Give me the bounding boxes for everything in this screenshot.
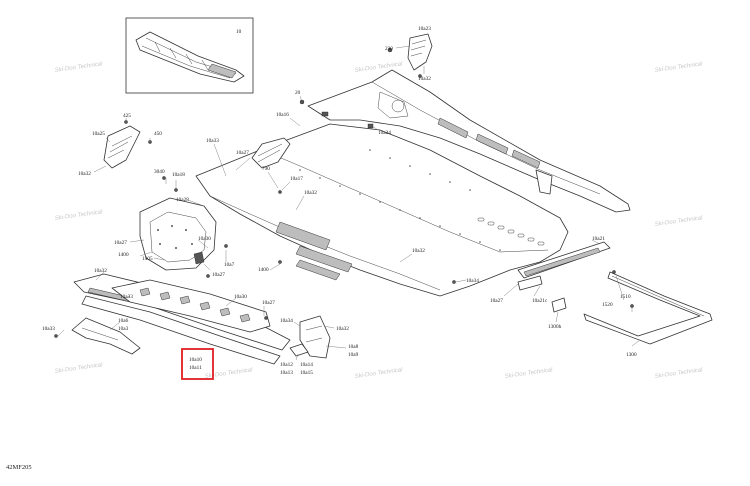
label-1300: 1300 bbox=[626, 352, 637, 358]
cover-10a16 bbox=[251, 137, 291, 169]
label-10a32: 10a32 bbox=[336, 326, 349, 332]
label-425: 425 bbox=[123, 113, 131, 119]
label-1520: 1520 bbox=[602, 302, 613, 308]
bracket-10a6 bbox=[71, 317, 141, 355]
label-10a30: 10a30 bbox=[198, 236, 211, 242]
watermark: Ski-Doo Technical bbox=[54, 209, 103, 222]
tunnel-rear-section bbox=[307, 69, 631, 213]
label-10a15: 10a15 bbox=[300, 370, 313, 376]
bracket-10a14 bbox=[289, 343, 309, 357]
label-10a17: 10a17 bbox=[290, 176, 303, 182]
label-10a16: 10a16 bbox=[276, 112, 289, 118]
plate-10a34 bbox=[299, 315, 331, 359]
label-790: 790 bbox=[262, 166, 270, 172]
inset-overview: 10 bbox=[125, 17, 254, 94]
label-10a6: 10a6 bbox=[118, 318, 129, 324]
label-1510: 1510 bbox=[620, 294, 631, 300]
watermark: Ski-Doo Technical bbox=[54, 362, 103, 375]
label-10a27: 10a27 bbox=[236, 150, 249, 156]
label-10a13: 10a13 bbox=[280, 370, 293, 376]
highlight-box[interactable] bbox=[181, 348, 214, 380]
label-20: 20 bbox=[295, 90, 301, 96]
rear-bracket-10a23 bbox=[407, 33, 433, 71]
label-3040: 3040 bbox=[154, 169, 165, 175]
label-10a33: 10a33 bbox=[206, 138, 219, 144]
label-10a3: 10a3 bbox=[118, 326, 129, 332]
label-10a32: 10a32 bbox=[304, 190, 317, 196]
label-10a21: 10a21 bbox=[592, 236, 605, 242]
label-10a21c: 10a21c bbox=[532, 298, 548, 304]
label-10a32: 10a32 bbox=[412, 248, 425, 254]
label-10a9: 10a9 bbox=[348, 352, 359, 358]
watermark: Ski-Doo Technical bbox=[504, 367, 553, 380]
inset-label: 10 bbox=[236, 29, 242, 35]
side-plate-left bbox=[139, 197, 217, 271]
label-10a14: 10a14 bbox=[300, 362, 313, 368]
label-10a28: 10a28 bbox=[176, 197, 189, 203]
bracket-1300h bbox=[551, 297, 567, 313]
label-10a32: 10a32 bbox=[418, 76, 431, 82]
watermark: Ski-Doo Technical bbox=[54, 61, 103, 74]
running-board-middle bbox=[111, 279, 271, 333]
vent-slots bbox=[477, 217, 545, 246]
label-1400: 1400 bbox=[118, 252, 129, 258]
label-10a27: 10a27 bbox=[212, 272, 225, 278]
watermark: Ski-Doo Technical bbox=[354, 367, 403, 380]
label-450: 450 bbox=[154, 131, 162, 137]
label-10a34: 10a34 bbox=[466, 278, 479, 284]
label-10a30: 10a30 bbox=[234, 294, 247, 300]
leader-lines bbox=[57, 45, 641, 361]
label-10a10: 10a10 bbox=[189, 357, 202, 363]
label-230: 230 bbox=[385, 46, 393, 52]
watermark: Ski-Doo Technical bbox=[654, 61, 703, 74]
label-10a8: 10a8 bbox=[348, 344, 359, 350]
highlighted-callout[interactable]: 10a10 10a11 bbox=[181, 348, 214, 380]
label-1300h: 1300h bbox=[548, 324, 562, 330]
label-1400: 1400 bbox=[258, 267, 269, 273]
label-10a33: 10a33 bbox=[42, 326, 55, 332]
watermark: Ski-Doo Technical bbox=[654, 367, 703, 380]
rail-10a21 bbox=[517, 241, 611, 291]
label-10a24: 10a24 bbox=[378, 130, 391, 136]
label-10a25: 10a25 bbox=[92, 131, 105, 137]
label-10a33: 10a33 bbox=[120, 294, 133, 300]
document-code: 42MF205 bbox=[6, 464, 32, 471]
label-10a23: 10a23 bbox=[418, 26, 431, 32]
label-10a12: 10a12 bbox=[280, 362, 293, 368]
rear-bumper-1300 bbox=[583, 271, 713, 345]
footrest-10a25 bbox=[103, 125, 141, 169]
label-10a7: 10a7 bbox=[224, 262, 235, 268]
part-labels: 230 10a23 10a32 20 10a16 10a24 425 10a25… bbox=[42, 26, 637, 376]
watermark: Ski-Doo Technical bbox=[204, 367, 253, 380]
label-10a11: 10a11 bbox=[189, 365, 202, 371]
label-10a18: 10a18 bbox=[172, 172, 185, 178]
label-10a27: 10a27 bbox=[490, 298, 503, 304]
label-10a27: 10a27 bbox=[262, 300, 275, 306]
tunnel-main-panel bbox=[195, 123, 569, 297]
label-1405: 1405 bbox=[142, 256, 153, 262]
label-10a32: 10a32 bbox=[94, 268, 107, 274]
label-10a27: 10a27 bbox=[114, 240, 127, 246]
watermark: Ski-Doo Technical bbox=[654, 215, 703, 228]
label-10a32: 10a32 bbox=[78, 171, 91, 177]
label-10a34: 10a34 bbox=[280, 318, 293, 324]
